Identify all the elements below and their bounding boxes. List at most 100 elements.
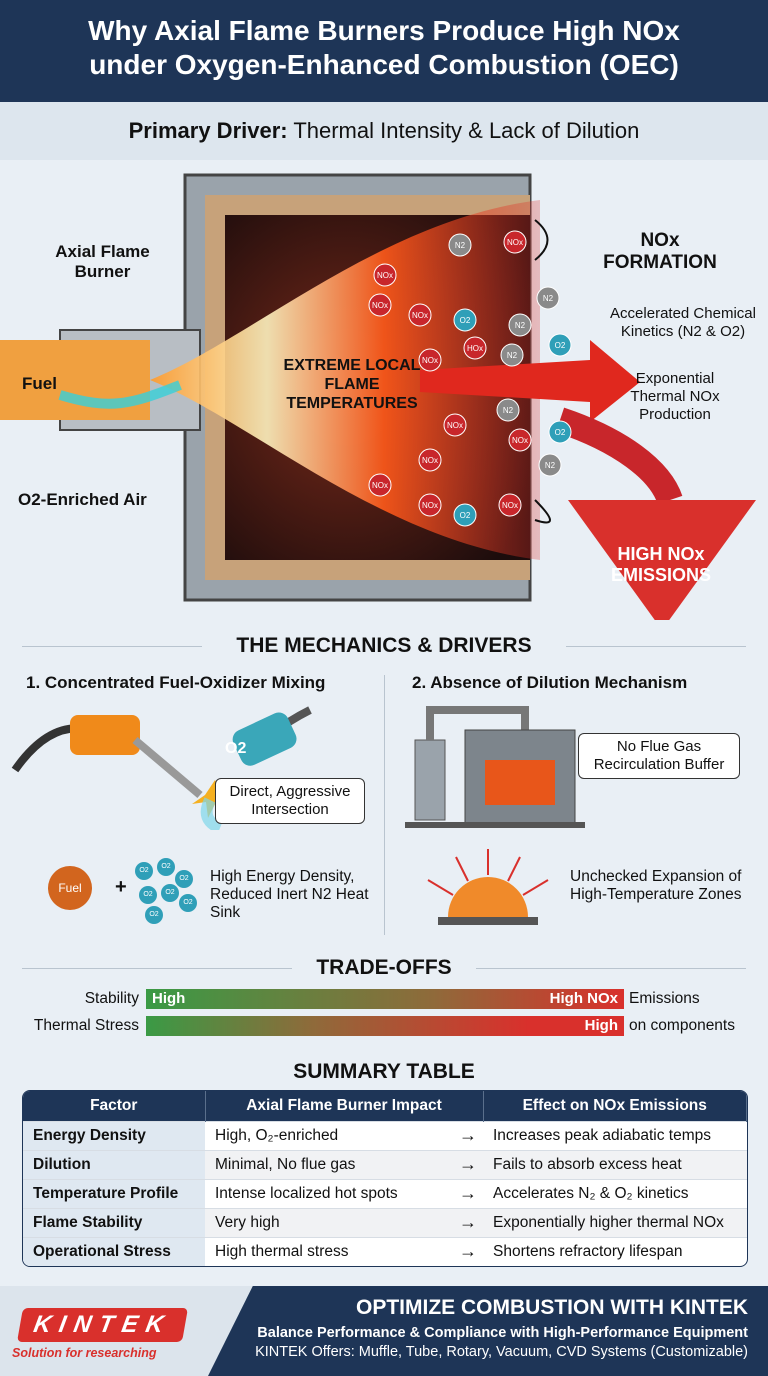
factor-cell: Flame Stability [23, 1207, 205, 1237]
air-label: O2-Enriched Air [18, 490, 147, 509]
burner-label: Axial Flame Burner [55, 242, 150, 281]
molecule-label: O2 [460, 511, 471, 520]
factor-cell: Operational Stress [23, 1236, 205, 1266]
impact-cell: Intense localized hot spots [205, 1178, 453, 1208]
logo-tagline: Solution for researching [12, 1346, 157, 1360]
molecule-label: O2 [555, 341, 566, 350]
arrow-icon: → [453, 1178, 483, 1208]
molecule: HOx [463, 336, 487, 360]
molecule-label: NOx [507, 238, 523, 247]
recirculation-bubble: No Flue Gas Recirculation Buffer [578, 733, 740, 779]
heat-expansion-icon [427, 849, 549, 925]
page-header: Why Axial Flame Burners Produce High NOx… [0, 0, 768, 102]
effect-cell: Shortens refractory lifespan [483, 1236, 747, 1266]
molecule-label: NOx [422, 456, 438, 465]
thermal-stress-after: on components [629, 1017, 735, 1034]
furnace-illustration [405, 706, 585, 828]
molecule: N2 [448, 233, 472, 257]
molecule: NOx [408, 303, 432, 327]
energy-density-note: High Energy Density, Reduced Inert N2 He… [210, 868, 369, 921]
stability-left: High [152, 990, 186, 1007]
title-line-2: under Oxygen-Enhanced Combustion (OEC) [89, 49, 679, 80]
stability-right: High NOx [549, 990, 618, 1007]
footer-cta-panel: OPTIMIZE COMBUSTION WITH KINTEK Balance … [208, 1286, 768, 1376]
o2-molecule: O2 [175, 870, 193, 888]
primary-driver: Primary Driver: Thermal Intensity & Lack… [0, 102, 768, 160]
molecule-label: N2 [507, 351, 518, 360]
impact-cell: Minimal, No flue gas [205, 1149, 453, 1179]
impact-cell: High thermal stress [205, 1236, 453, 1266]
kintek-logo: KINTEK [17, 1308, 188, 1342]
molecule: NOx [418, 348, 442, 372]
effect-cell: Exponentially higher thermal NOx [483, 1207, 747, 1237]
intersection-bubble: Direct, Aggressive Intersection [215, 778, 365, 824]
molecule-label: NOx [412, 311, 428, 320]
stability-label: Stability [84, 990, 139, 1007]
mechanics-title: THE MECHANICS & DRIVERS [236, 634, 532, 657]
tradeoffs-title: TRADE-OFFS [316, 956, 452, 979]
fuel-label: Fuel [22, 374, 57, 393]
molecule-label: NOx [512, 436, 528, 445]
o2-molecule: O2 [139, 886, 157, 904]
molecule-label: N2 [515, 321, 526, 330]
arrow-icon: → [453, 1207, 483, 1237]
arrow-icon: → [453, 1149, 483, 1179]
molecule-label: O2 [460, 316, 471, 325]
molecule-label: HOx [467, 344, 483, 353]
footer: KINTEK Solution for researching OPTIMIZE… [0, 1286, 768, 1376]
kinetics-text: Accelerated Chemical Kinetics (N2 & O2) [610, 305, 756, 340]
molecule: NOx [373, 263, 397, 287]
title-line-1: Why Axial Flame Burners Produce High NOx [88, 15, 680, 46]
thermal-stress-right: High [584, 1017, 618, 1034]
molecule-label: NOx [447, 421, 463, 430]
factor-cell: Energy Density [23, 1120, 205, 1150]
cta-line-1: Balance Performance & Compliance with Hi… [257, 1325, 748, 1341]
dilution-heading: 2. Absence of Dilution Mechanism [412, 673, 688, 692]
molecule: O2 [548, 333, 572, 357]
stability-bar: High High NOx [146, 989, 624, 1009]
nox-formation-title: NOx FORMATION [603, 230, 717, 273]
molecule-label: NOx [422, 356, 438, 365]
factor-cell: Dilution [23, 1149, 205, 1179]
molecule-label: NOx [502, 501, 518, 510]
molecule: N2 [508, 313, 532, 337]
effect-cell: Increases peak adiabatic temps [483, 1120, 747, 1150]
o2-molecule: O2 [161, 884, 179, 902]
o2-molecule: O2 [135, 862, 153, 880]
molecule-label: O2 [555, 428, 566, 437]
molecule: N2 [500, 343, 524, 367]
arrow-icon: → [453, 1120, 483, 1150]
o2-molecule: O2 [179, 894, 197, 912]
production-text: Exponential Thermal NOx Production [630, 370, 720, 423]
molecule-label: N2 [503, 406, 514, 415]
molecule: O2 [548, 420, 572, 444]
molecule-label: N2 [455, 241, 466, 250]
expansion-note: Unchecked Expansion of High-Temperature … [570, 868, 742, 903]
molecule: NOx [508, 428, 532, 452]
summary-table: Factor Axial Flame Burner Impact Effect … [22, 1090, 748, 1267]
molecule-label: NOx [372, 481, 388, 490]
mixing-heading: 1. Concentrated Fuel-Oxidizer Mixing [26, 673, 326, 692]
molecule: NOx [368, 473, 392, 497]
molecule-label: N2 [543, 294, 554, 303]
driver-label: Primary Driver: [128, 118, 288, 143]
o2-nozzle-label: O2 [225, 740, 247, 757]
cta-title: OPTIMIZE COMBUSTION WITH KINTEK [356, 1296, 748, 1319]
molecule-label: NOx [377, 271, 393, 280]
impact-cell: High, O₂-enriched [205, 1120, 453, 1150]
molecule: N2 [538, 453, 562, 477]
cta-line-2: KINTEK Offers: Muffle, Tube, Rotary, Vac… [255, 1344, 748, 1360]
molecule: N2 [536, 286, 560, 310]
factor-cell: Temperature Profile [23, 1178, 205, 1208]
molecule: NOx [368, 293, 392, 317]
thermal-stress-bar: High [146, 1016, 624, 1036]
col-effect: Effect on NOx Emissions [483, 1091, 747, 1121]
molecule-label: NOx [422, 501, 438, 510]
